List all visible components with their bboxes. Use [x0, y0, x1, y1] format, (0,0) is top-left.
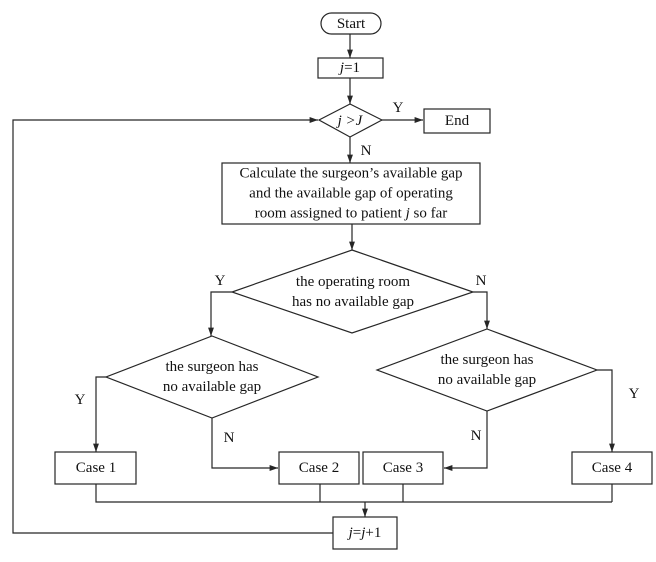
node-increment: j=j+1 — [332, 516, 398, 550]
case3-label: Case 3 — [383, 460, 423, 476]
node-label-line-1: =1 — [344, 60, 360, 76]
init-box-shape — [317, 57, 384, 79]
node-label-line-3: so far — [410, 206, 448, 222]
node-label-line-2: no available gap — [163, 379, 261, 395]
node-label-line-1: +1 — [365, 525, 381, 541]
node-case1: Case 1 — [54, 451, 137, 485]
edges — [12, 34, 615, 534]
node-surgeon-gap-left: the surgeon has no available gap — [104, 335, 320, 419]
start-terminal-shape — [320, 12, 382, 35]
case1-box-shape — [54, 451, 137, 485]
node-label-line-1-italic: j — [338, 60, 344, 76]
case2-box-shape — [278, 451, 360, 485]
end-box-shape — [423, 108, 491, 134]
case3-box-shape — [362, 451, 444, 485]
node-label-line-1: Calculate the surgeon’s available gap — [240, 166, 463, 182]
edge-label-left-no: N — [224, 430, 235, 446]
node-label-line-1-italic: j — [347, 525, 353, 541]
node-label-line-1: Case 1 — [76, 460, 116, 476]
edge-left-to-case1 — [93, 376, 106, 452]
node-label-line-1-italic: j >J — [336, 113, 364, 129]
init-label: j=1 — [338, 60, 360, 76]
edge-right-to-case4 — [597, 369, 615, 452]
node-end: End — [423, 108, 491, 134]
surgeon-gap-right-label: the surgeon has no available gap — [438, 352, 536, 388]
node-label-line-1-italic: j — [359, 525, 365, 541]
room-gap-diamond-shape — [230, 249, 475, 334]
node-label-line-1: Case 3 — [383, 460, 423, 476]
case4-label: Case 4 — [592, 460, 633, 476]
node-label-line-1: the surgeon has — [440, 352, 533, 368]
node-init: j=1 — [317, 57, 384, 79]
calculate-label: Calculate the surgeon’s available gap and… — [240, 166, 463, 222]
check-j-label: j >J — [336, 113, 364, 129]
node-label-line-3-italic: j — [404, 206, 410, 222]
node-label-line-1: End — [445, 113, 470, 129]
node-case2: Case 2 — [278, 451, 360, 485]
node-case4: Case 4 — [571, 451, 653, 485]
edge-label-left-yes: Y — [75, 392, 86, 408]
node-label-line-3: room assigned to patient — [255, 206, 406, 222]
node-label-line-1: Case 2 — [299, 460, 339, 476]
edge-left-to-case2 — [211, 418, 278, 471]
node-check-j: j >J — [317, 103, 384, 138]
node-surgeon-gap-right: the surgeon has no available gap — [375, 328, 599, 412]
node-calculate: Calculate the surgeon’s available gap and… — [221, 162, 481, 225]
node-label-line-1: the operating room — [296, 274, 410, 290]
check-j-diamond-shape — [317, 103, 384, 138]
node-label-line-1: = — [353, 525, 361, 541]
case1-label: Case 1 — [76, 460, 116, 476]
edge-label-right-no: N — [471, 428, 482, 444]
edge-case1-merge — [95, 484, 612, 503]
node-label-line-2: has no available gap — [292, 294, 414, 310]
node-label-line-2: no available gap — [438, 372, 536, 388]
increment-label: j=j+1 — [347, 525, 382, 541]
node-case3: Case 3 — [362, 451, 444, 485]
start-label: Start — [337, 16, 366, 32]
edge-room-to-right — [473, 291, 490, 329]
calculate-box-shape — [221, 162, 481, 225]
edge-labels: Y N Y N Y N N Y — [75, 100, 640, 446]
edge-label-room-no: N — [476, 273, 487, 289]
case2-label: Case 2 — [299, 460, 339, 476]
node-room-gap: the operating room has no available gap — [230, 249, 475, 334]
edge-label-check-yes: Y — [393, 100, 404, 116]
edge-right-to-case3 — [444, 411, 488, 471]
edge-increment-loop-back — [12, 117, 333, 534]
node-label-line-1: the surgeon has — [165, 359, 258, 375]
surgeon-gap-left-label: the surgeon has no available gap — [163, 359, 261, 395]
end-label: End — [445, 113, 470, 129]
room-gap-label: the operating room has no available gap — [292, 274, 414, 310]
increment-box-shape — [332, 516, 398, 550]
edge-label-room-yes: Y — [215, 273, 226, 289]
node-label-line-1: Case 4 — [592, 460, 633, 476]
node-label-line-1: Start — [337, 16, 366, 32]
case4-box-shape — [571, 451, 653, 485]
node-start: Start — [320, 12, 382, 35]
edge-label-right-yes: Y — [629, 386, 640, 402]
edge-room-to-left — [208, 291, 232, 336]
surgeon-gap-right-diamond-shape — [375, 328, 599, 412]
surgeon-gap-left-diamond-shape — [104, 335, 320, 419]
node-label-line-2: and the available gap of operating — [249, 186, 453, 202]
edge-label-check-no: N — [361, 143, 372, 159]
